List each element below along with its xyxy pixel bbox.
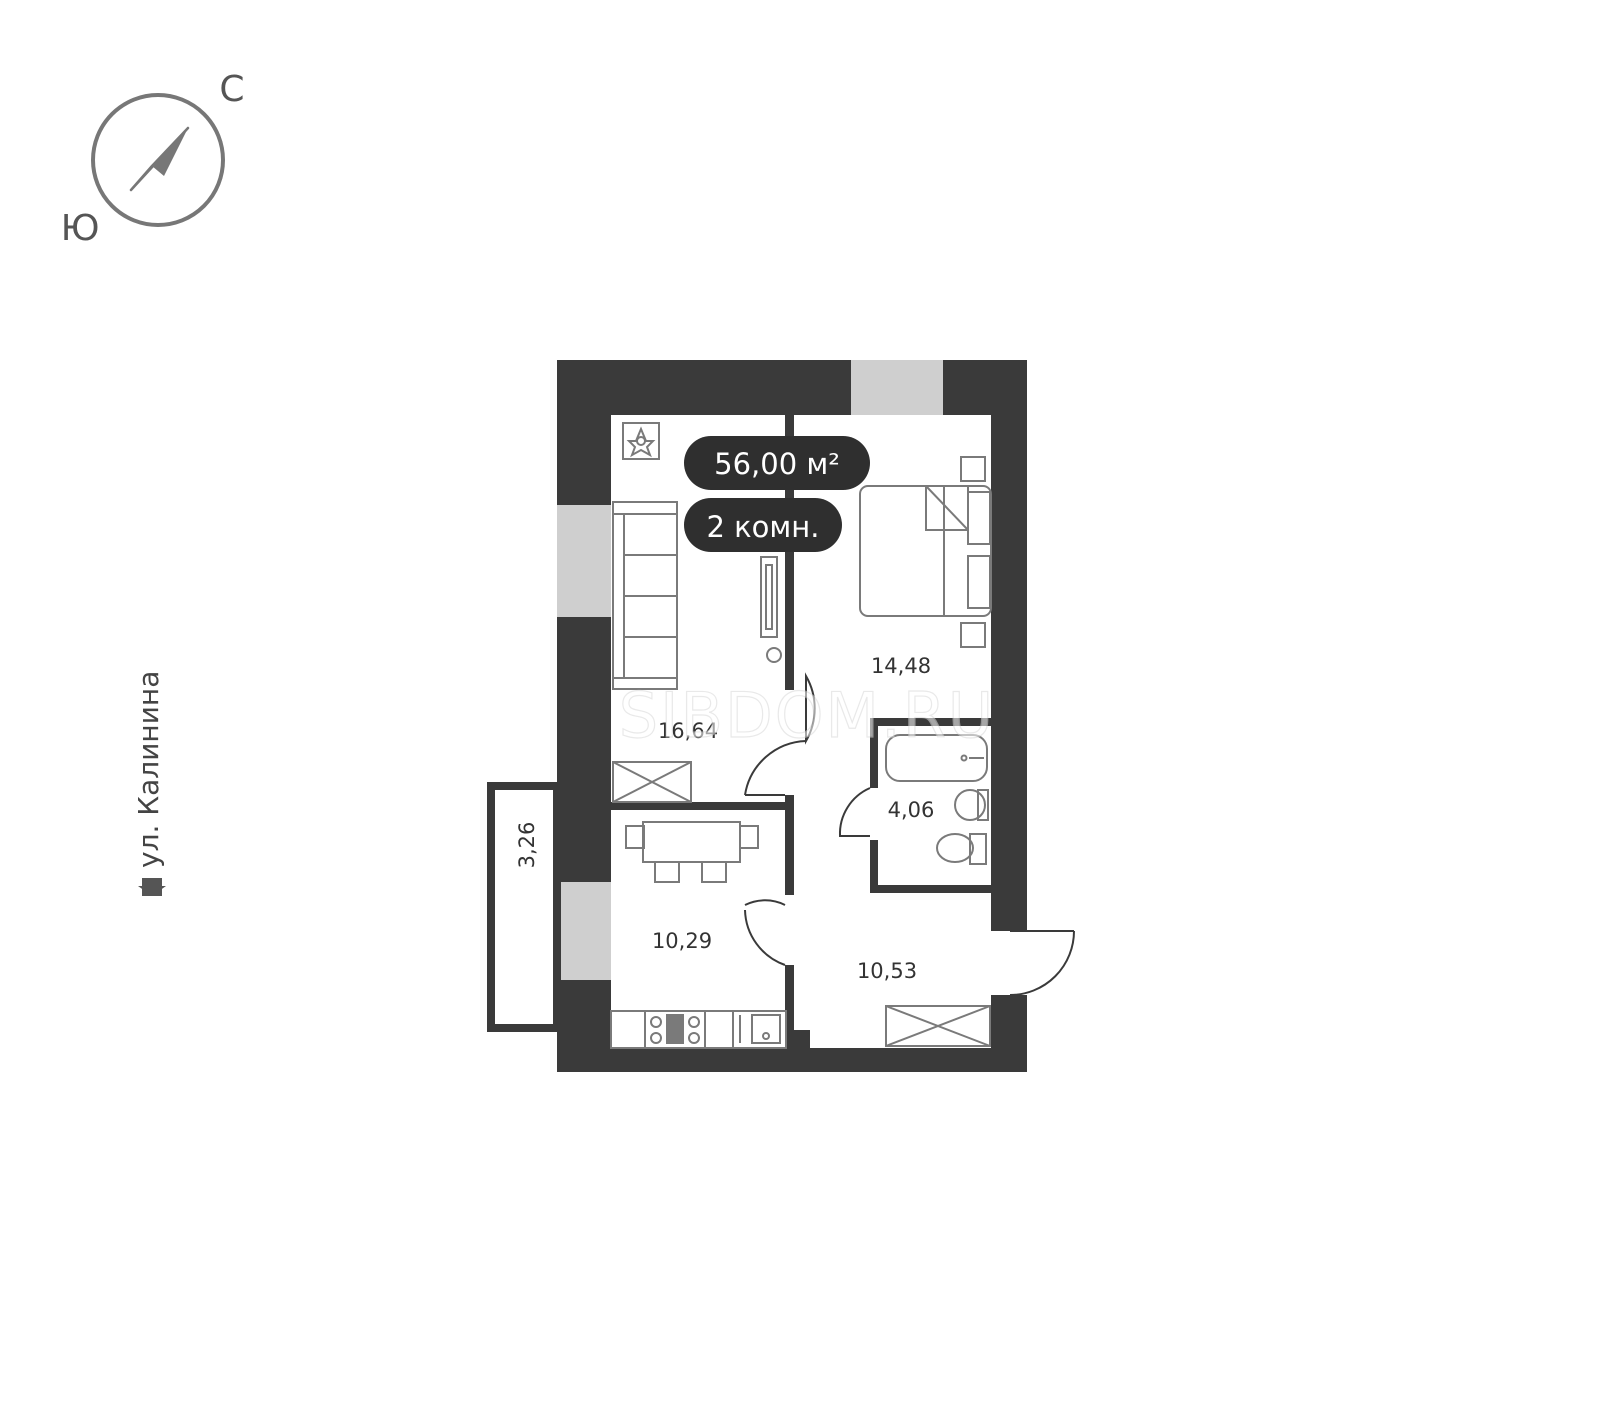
- balcony-area: 3,26: [515, 822, 539, 869]
- kitchen-sink-icon: [739, 1014, 781, 1044]
- street-label: ул. Калинина: [132, 671, 165, 868]
- stove-icon: [650, 1014, 700, 1044]
- sink-icon: [954, 789, 989, 821]
- sofa-icon: [612, 501, 678, 690]
- rooms-badge: 2 комн.: [684, 498, 842, 552]
- hallway-wardrobe-icon: [885, 1005, 991, 1047]
- window-bedroom: [851, 360, 943, 415]
- interior-walls: [611, 415, 991, 1048]
- window-kitchen: [557, 882, 611, 980]
- rug-icon: [622, 422, 660, 460]
- tv-stand-icon: [760, 556, 782, 663]
- toilet-icon: [936, 833, 987, 865]
- wardrobe-icon: [612, 761, 692, 803]
- nightstand-icon-2: [960, 622, 986, 648]
- window-living: [557, 505, 611, 617]
- kitchen-area: 10,29: [652, 929, 712, 953]
- house-icon: [138, 878, 166, 896]
- bathtub-icon: [885, 734, 988, 782]
- balcony: [487, 782, 561, 1032]
- entry-door: [1009, 930, 1075, 996]
- bedroom-furniture: [859, 456, 992, 648]
- area-value: 56,00 м²: [714, 447, 840, 481]
- interior-doors: [744, 672, 871, 966]
- bathroom-furniture: [885, 734, 989, 865]
- windows: [557, 360, 943, 980]
- kitchen-furniture: [610, 821, 787, 1049]
- compass-north-label: С: [219, 69, 244, 110]
- kitchen-counter-icon: [610, 1010, 787, 1049]
- bed-icon: [859, 485, 992, 617]
- nightstand-icon: [960, 456, 986, 482]
- hallway-area: 10,53: [857, 959, 917, 983]
- rooms-count: 2 комн.: [707, 510, 820, 544]
- bedroom-area: 14,48: [871, 654, 931, 678]
- living-room-furniture: [612, 422, 782, 803]
- area-badge: 56,00 м²: [684, 436, 870, 490]
- compass-icon: [91, 93, 225, 227]
- compass-south-label: Ю: [61, 208, 100, 249]
- living-room-area: 16,64: [658, 719, 718, 743]
- dining-table-icon: [625, 821, 759, 883]
- bathroom-area: 4,06: [888, 798, 935, 822]
- watermark: SIBDOM.RU: [619, 679, 995, 752]
